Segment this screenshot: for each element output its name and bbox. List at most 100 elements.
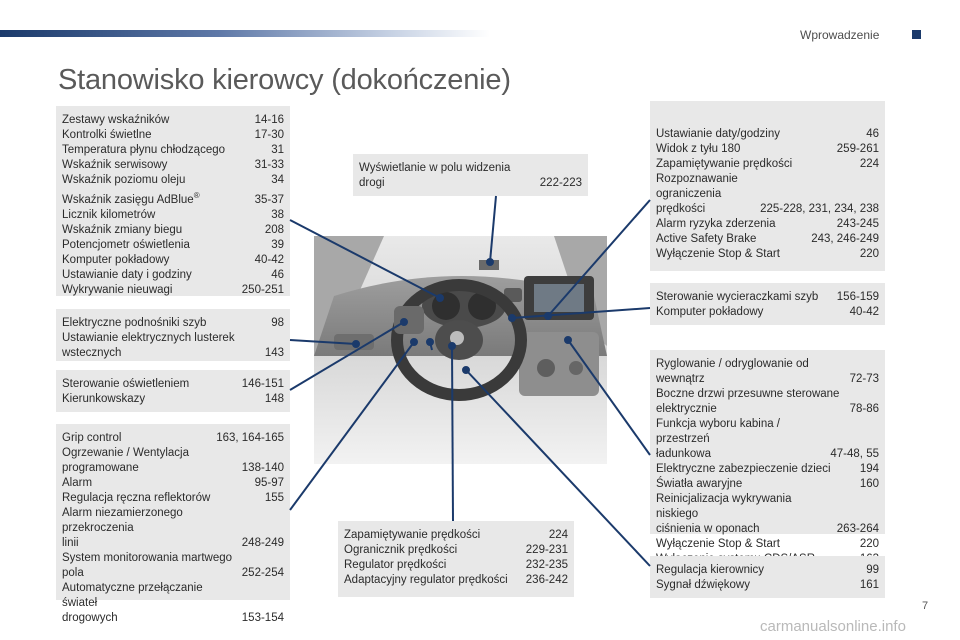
index-entry: Wskaźnik zasięgu AdBlue®35-37 <box>62 188 284 208</box>
entry-pages: 31-33 <box>254 159 284 171</box>
entry-pages: 225-228, 231, 234, 238 <box>760 203 879 215</box>
entry-label: Automatyczne przełączanie świateł drogow… <box>62 582 203 624</box>
page-number: 7 <box>922 600 929 612</box>
entry-pages: 161 <box>859 579 879 591</box>
entry-pages: 163, 164-165 <box>216 432 284 444</box>
entry-label: Wyłączenie Stop & Start <box>656 248 780 260</box>
entry-label: Ustawianie elektrycznych lusterek wstecz… <box>62 332 235 359</box>
entry-label: Wskaźnik zasięgu AdBlue® <box>62 191 200 206</box>
entry-pages: 156-159 <box>836 291 879 303</box>
entry-pages: 236-242 <box>525 574 568 586</box>
entry-label: Grip control <box>62 432 122 444</box>
entry-label: Wskaźnik poziomu oleju <box>62 174 186 186</box>
entry-pages: 194 <box>859 463 879 475</box>
entry-pages: 220 <box>859 538 879 550</box>
index-entry: Alarm niezamierzonego przekroczenia lini… <box>62 506 284 551</box>
entry-label: Potencjometr oświetlenia <box>62 238 190 251</box>
entry-label: Alarm niezamierzonego przekroczenia lini… <box>62 507 183 549</box>
entry-label: Alarm ryzyka zderzenia <box>656 218 776 230</box>
entry-pages: 46 <box>271 268 284 281</box>
entry-pages: 252-254 <box>241 567 284 579</box>
dashboard-photo <box>314 236 607 464</box>
entry-label: Active Safety Brake <box>656 233 757 245</box>
index-entry: Sygnał dźwiękowy 161 <box>656 578 879 593</box>
entry-pages: 243-245 <box>836 218 879 230</box>
entry-label: System monitorowania martwego pola <box>62 552 233 579</box>
section-marker <box>912 30 921 39</box>
watermark: carmanualsonline.info <box>760 618 906 635</box>
entry-label: Kierunkowskazy <box>62 393 146 405</box>
entry-pages: 46 <box>866 128 879 140</box>
index-entry: Funkcja wyboru kabina / przestrzeń ładun… <box>656 417 879 462</box>
index-entry: System monitorowania martwego pola 252-25… <box>62 551 284 581</box>
entry-label: Elektryczne zabezpieczenie dzieci <box>656 463 831 475</box>
entry-pages: 31 <box>271 144 284 156</box>
index-entry: Światła awaryjne 160 <box>656 477 879 492</box>
entry-label: Wskaźnik zmiany biegu <box>62 223 183 236</box>
entry-label: Rozpoznawanie ograniczenia prędkości <box>656 173 738 215</box>
entry-pages: 34 <box>271 174 284 186</box>
entry-label: Komputer pokładowy <box>656 306 764 318</box>
entry-pages: 155 <box>264 492 284 504</box>
index-entry: Zestawy wskaźników 14-16 <box>62 113 284 128</box>
entry-label: Widok z tyłu 180 <box>656 143 741 155</box>
entry-pages: 208 <box>264 223 284 236</box>
entry-label: Ryglowanie / odryglowanie od wewnątrz <box>656 358 809 385</box>
entry-pages: 160 <box>859 478 879 490</box>
entry-label: Wskaźnik serwisowy <box>62 159 168 171</box>
index-entry: Komputer pokładowy 40-42 <box>656 305 879 320</box>
index-entry: Adaptacyjny regulator prędkości 236-242 <box>344 573 568 588</box>
entry-label: Regulacja ręczna reflektorów <box>62 492 211 504</box>
entry-pages: 38 <box>271 208 284 221</box>
index-entry: Wskaźnik poziomu oleju 34 <box>62 173 284 188</box>
entry-pages: 259-261 <box>836 143 879 155</box>
entry-label: Sygnał dźwiękowy <box>656 579 750 591</box>
entry-label: Regulator prędkości <box>344 559 447 571</box>
entry-pages: 14-16 <box>254 114 284 126</box>
entry-label: Adaptacyjny regulator prędkości <box>344 574 508 586</box>
entry-pages: 40-42 <box>849 306 879 318</box>
entry-pages: 148 <box>264 393 284 405</box>
index-entry: Ustawianie elektrycznych lusterek wstecz… <box>62 331 284 361</box>
index-entry: Grip control 163, 164-165 <box>62 431 284 446</box>
entry-label: Licznik kilometrów <box>62 208 156 221</box>
entry-label: Kontrolki świetlne <box>62 129 152 141</box>
entry-label: Zapamiętywanie prędkości <box>656 158 793 170</box>
entry-label: Zestawy wskaźników <box>62 114 170 126</box>
index-entry: Kierunkowskazy 148 <box>62 392 284 407</box>
index-entry: Regulacja ręczna reflektorów 155 <box>62 491 284 506</box>
index-entry: Reinicjalizacja wykrywania niskiego ciśn… <box>656 492 879 537</box>
entry-pages: 250-251 <box>241 283 284 296</box>
entry-pages: 248-249 <box>241 537 284 549</box>
entry-pages: 99 <box>866 564 879 576</box>
index-entry: Wskaźnik serwisowy 31-33 <box>62 158 284 173</box>
entry-label: Funkcja wyboru kabina / przestrzeń ładun… <box>656 418 781 460</box>
index-entry: Wskaźnik zmiany biegu 208 <box>62 223 284 238</box>
entry-label: Światła awaryjne <box>656 478 743 490</box>
entry-pages: 98 <box>271 317 284 329</box>
entry-pages: 95-97 <box>254 477 284 489</box>
entry-label: Reinicjalizacja wykrywania niskiego ciśn… <box>656 493 792 535</box>
entry-pages: 263-264 <box>836 523 879 535</box>
entry-label: Sterowanie oświetleniem <box>62 378 190 390</box>
entry-pages: 224 <box>859 158 879 170</box>
